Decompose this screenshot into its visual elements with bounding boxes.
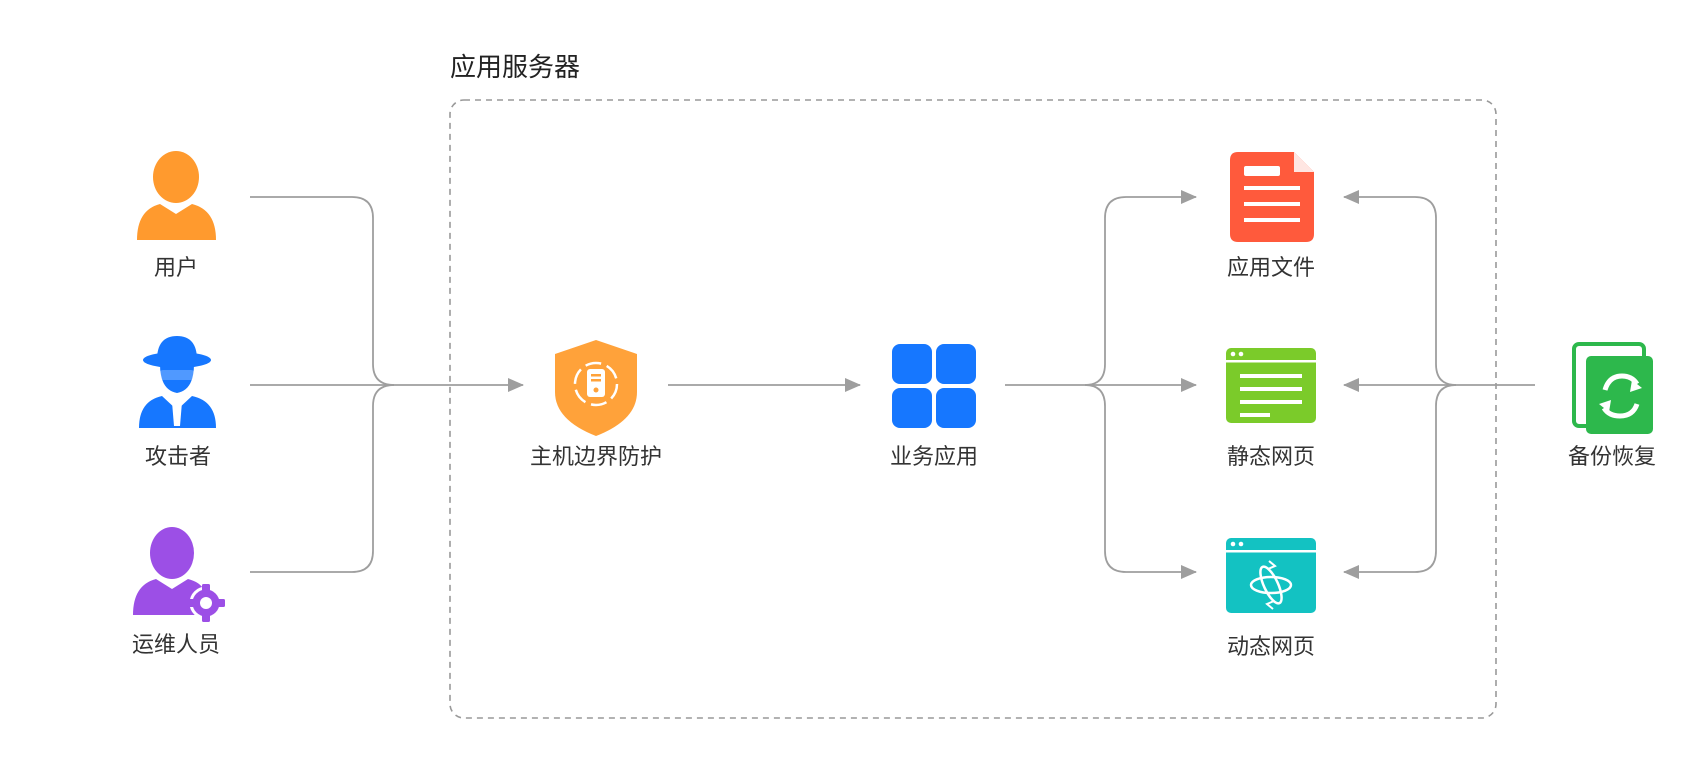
web-page-icon [1226, 348, 1316, 423]
node-label-backup: 备份恢复 [1567, 445, 1657, 470]
backup-restore-icon [1572, 342, 1653, 434]
node-label-static-page: 静态网页 [1226, 445, 1316, 470]
node-label-host-protect: 主机边界防护 [529, 445, 663, 470]
spy-icon [139, 336, 216, 428]
dynamic-web-icon [1226, 538, 1316, 613]
node-label-app-files: 应用文件 [1226, 256, 1316, 281]
connector-ops [250, 384, 395, 573]
connector-user [250, 196, 395, 386]
node-label-user: 用户 [153, 256, 199, 281]
node-label-attacker: 攻击者 [144, 445, 212, 470]
connector-business-to-files [1084, 190, 1197, 386]
admin-gear-icon [133, 527, 225, 622]
group-title: 应用服务器 [450, 53, 581, 83]
shield-icon [555, 340, 637, 436]
backup-connectors [1343, 190, 1535, 579]
grid-app-icon [892, 344, 976, 428]
person-icon [137, 151, 216, 240]
document-icon [1230, 152, 1314, 242]
node-label-ops: 运维人员 [131, 633, 221, 658]
app-server-group-border [449, 99, 1497, 719]
connector-backup-to-dynamic [1343, 384, 1457, 579]
fanout-connectors [1005, 190, 1197, 579]
left-connectors [250, 196, 861, 573]
connector-backup-to-files [1343, 190, 1457, 386]
connector-business-to-dynamic [1084, 384, 1197, 579]
node-label-business-app: 业务应用 [889, 445, 979, 470]
node-label-dynamic-page: 动态网页 [1226, 635, 1316, 660]
